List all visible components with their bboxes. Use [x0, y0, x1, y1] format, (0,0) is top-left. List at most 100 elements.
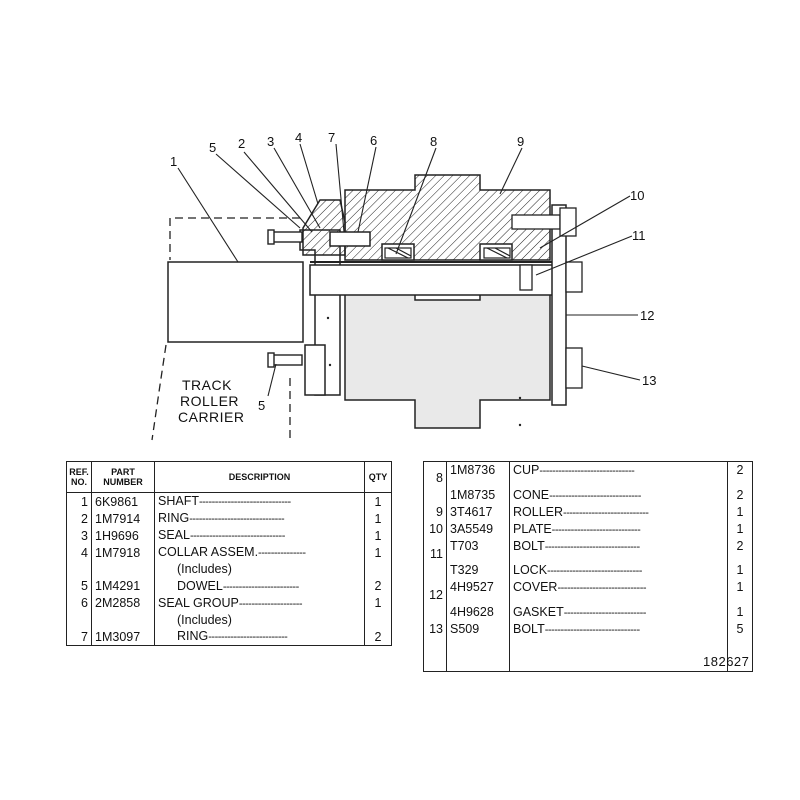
row-part-number: 1M8736 [446, 461, 510, 487]
row-qty: 1 [364, 594, 392, 612]
table-row: (Includes) [66, 561, 392, 578]
row-qty: 1 [364, 527, 392, 544]
table-row [423, 637, 753, 655]
row-qty: 1 [364, 510, 392, 527]
row-leader-dashes: ------------------------------ [544, 623, 640, 636]
row-part-number: 3A5549 [446, 520, 510, 538]
row-part-number: 4H9527 [446, 579, 510, 604]
callout-5-bottom: 5 [258, 398, 265, 413]
bolt-lower [565, 347, 583, 389]
row-part-number [91, 561, 155, 578]
row-qty: 1 [364, 544, 392, 561]
row-description-text: RING [158, 511, 190, 525]
callout-6: 6 [370, 133, 377, 148]
row-description: CUP------------------------------ [509, 461, 728, 487]
figure-number: 182627 [703, 654, 750, 669]
row-ref: 9 [423, 503, 447, 521]
row-part-number: 2M2858 [91, 594, 155, 612]
carrier-label-line-2: ROLLER [180, 393, 239, 409]
row-ref: 13 [423, 620, 447, 638]
bolt-lock-right [519, 261, 583, 293]
row-part-number: 3T4617 [446, 503, 510, 521]
row-description-text: BOLT [513, 538, 545, 553]
row-description-text: SEAL GROUP [158, 595, 239, 610]
row-description: SEAL------------------------------ [154, 527, 365, 544]
row-leader-dashes: ------------------------------ [189, 530, 285, 542]
row-qty [727, 654, 753, 672]
row-description-text: (Includes) [177, 612, 232, 627]
row-qty [727, 637, 753, 655]
end-cover [551, 204, 567, 406]
row-description-text: DOWEL [177, 578, 223, 593]
row-description-text: GASKET [513, 604, 564, 619]
row-qty: 1 [727, 603, 753, 621]
row-qty: 1 [727, 520, 753, 538]
row-leader-dashes: ------------------------------ [539, 465, 635, 477]
row-ref: 2 [66, 510, 92, 527]
row-ref [66, 611, 92, 629]
callout-7: 7 [328, 130, 335, 145]
shaft [167, 261, 304, 343]
row-ref: 5 [66, 577, 92, 595]
row-qty: 1 [727, 503, 753, 521]
row-part-number [446, 654, 510, 672]
row-ref: 10 [423, 520, 447, 538]
header-description: DESCRIPTION [154, 461, 365, 493]
row-qty [364, 611, 392, 629]
callout-9: 9 [517, 134, 524, 149]
callout-2: 2 [238, 136, 245, 151]
row-description: COLLAR ASSEM.--------------- [154, 544, 365, 561]
row-description: DOWEL------------------------ [154, 577, 365, 595]
row-qty: 1 [364, 492, 392, 510]
parts-table-header: REF. NO. PART NUMBER DESCRIPTION QTY [66, 461, 392, 493]
carrier-label-line-3: CARRIER [178, 409, 245, 425]
row-description: SEAL GROUP-------------------- [154, 594, 365, 612]
row-description-text: PLATE [513, 521, 552, 536]
carrier-label-line-1: TRACK [182, 377, 232, 393]
row-description-text: LOCK [513, 563, 548, 578]
row-part-number [446, 637, 510, 655]
row-ref: 8 [423, 461, 447, 487]
callout-12: 12 [640, 308, 654, 323]
row-description-text: CONE [513, 487, 550, 502]
row-leader-dashes: ----------------------------- [198, 496, 291, 508]
row-description: BOLT------------------------------ [509, 620, 728, 638]
row-ref: 6 [66, 594, 92, 612]
row-ref: 3 [66, 527, 92, 544]
row-description: RING------------------------------ [154, 510, 365, 527]
row-description: CONE----------------------------- [509, 486, 728, 504]
callout-11: 11 [632, 228, 646, 243]
row-ref [423, 562, 447, 580]
row-ref [423, 486, 447, 504]
header-part-line1: PART [111, 467, 135, 477]
row-description-text: COLLAR ASSEM. [158, 545, 259, 559]
row-leader-dashes: ------------------------------ [189, 513, 285, 525]
row-ref [423, 637, 447, 655]
row-qty: 2 [727, 486, 753, 504]
dowel-top [267, 229, 303, 245]
row-qty: 1 [727, 562, 753, 580]
row-qty [364, 561, 392, 578]
row-part-number: 1M8735 [446, 486, 510, 504]
header-ref-line1: REF. [69, 467, 89, 477]
row-leader-dashes: ---------------------------- [557, 582, 647, 595]
row-leader-dashes: -------------------- [238, 597, 303, 610]
row-leader-dashes: ------------------------- [208, 631, 288, 644]
row-description [509, 637, 728, 655]
row-part-number: T703 [446, 537, 510, 563]
row-qty: 2 [727, 461, 753, 487]
